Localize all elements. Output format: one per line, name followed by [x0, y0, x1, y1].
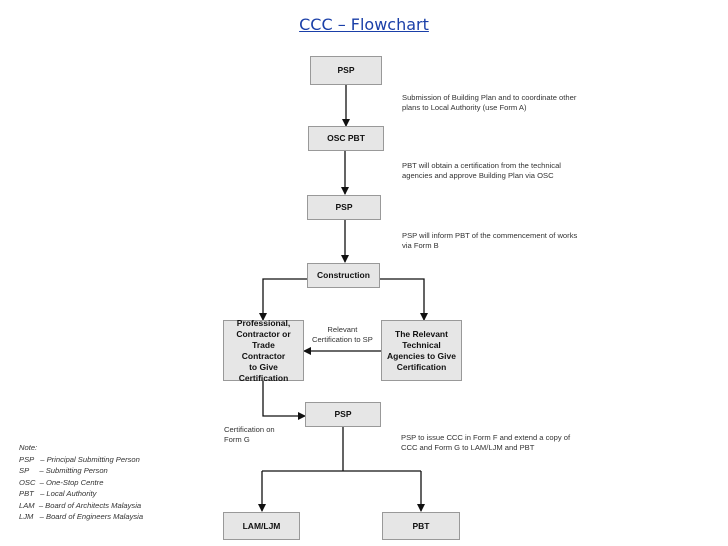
node-psp-middle: PSP [307, 195, 381, 220]
node-osc-pbt: OSC PBT [308, 126, 384, 151]
note-issue-ccc: PSP to issue CCC in Form F and extend a … [401, 433, 571, 452]
arrow-construction-to-professional [259, 278, 307, 321]
node-lam-ljm: LAM/LJM [223, 512, 300, 540]
node-pbt: PBT [382, 512, 460, 540]
node-psp-ccc: PSP [305, 402, 381, 427]
note-commencement: PSP will inform PBT of the commencement … [402, 231, 578, 250]
node-technical-agencies: The Relevant Technical Agencies to Give … [381, 320, 462, 381]
legend: Note: PSP – Principal Submitting Person … [19, 442, 143, 523]
label-relevant-certification: Relevant Certification to SP [312, 325, 373, 344]
legend-item: PBT – Local Authority [19, 489, 97, 498]
node-psp-top: PSP [310, 56, 382, 85]
legend-heading: Note: [19, 443, 38, 452]
legend-item: LAM – Board of Architects Malaysia [19, 500, 142, 510]
node-construction: Construction [307, 263, 380, 288]
note-submission: Submission of Building Plan and to coord… [402, 93, 577, 112]
legend-item: LJM – Board of Engineers Malaysia [19, 512, 144, 521]
legend-item: SP – Submitting Person [19, 466, 108, 475]
note-pbt-certification: PBT will obtain a certification from the… [402, 161, 561, 180]
label-certification-form-g: Certification on Form G [224, 425, 275, 444]
node-professional-contractor: Professional, Contractor or Trade Contra… [223, 318, 304, 383]
legend-item: OSC – One-Stop Centre [19, 477, 104, 487]
legend-item: PSP – Principal Submitting Person [19, 454, 140, 464]
page-title[interactable]: CCC – Flowchart [299, 15, 429, 34]
arrow-construction-to-technical [380, 278, 428, 321]
arrow-professional-to-psp [262, 381, 306, 420]
